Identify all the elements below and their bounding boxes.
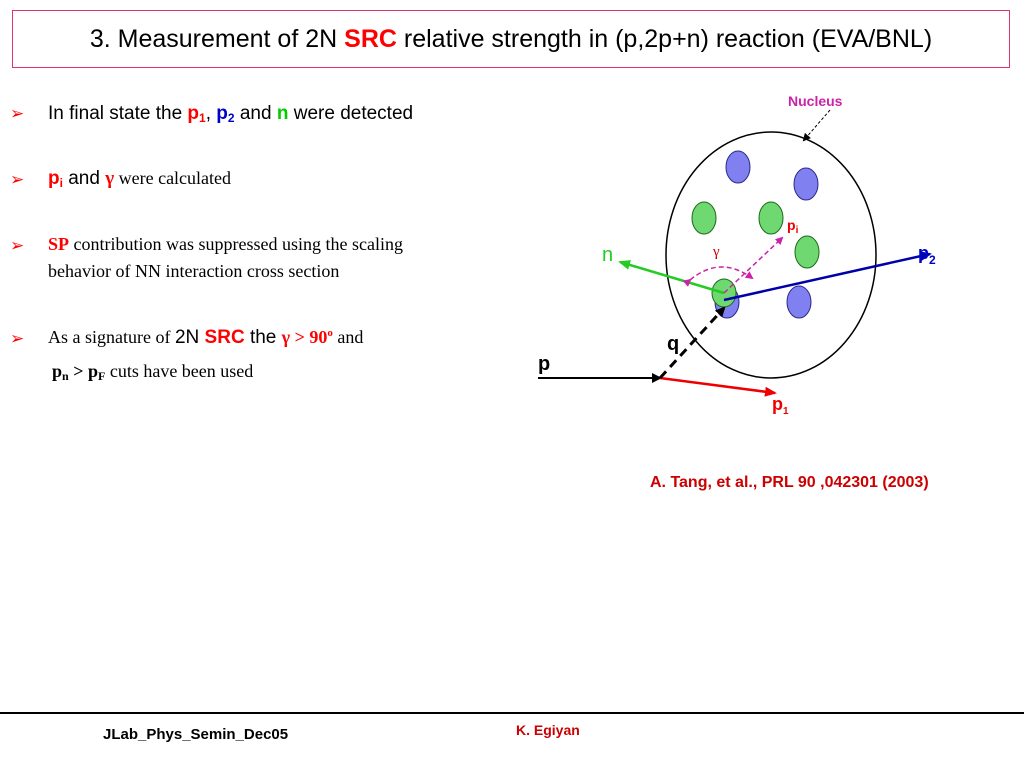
bullet-4-line-1: As a signature of 2N SRC the γ > 90o and [48, 327, 363, 349]
b2-gamma: γ [105, 168, 115, 189]
p2-label: p2 [918, 243, 936, 267]
p1-arrow [659, 376, 777, 397]
bullet-arrow-icon: ➢ [10, 170, 25, 189]
b4-pf: pF [87, 361, 106, 383]
title-box: 3. Measurement of 2N SRC relative streng… [12, 10, 1010, 68]
gamma-label: γ [712, 244, 720, 260]
pi-arrow [723, 236, 784, 294]
b1-n: n [276, 103, 289, 124]
pi-label: pi [787, 217, 799, 236]
bullet-1: In final state the p1, p2 and n were det… [48, 103, 413, 125]
bullet-3-line-1: SP contribution was suppressed using the… [48, 234, 403, 255]
bullet-arrow-icon: ➢ [10, 329, 25, 348]
b3-line1: contribution was suppressed using the sc… [69, 234, 403, 254]
b1-p2: p2 [216, 103, 235, 125]
p2-arrow [723, 251, 932, 302]
nucleus-ellipse [665, 131, 877, 379]
footer-divider [0, 712, 1024, 714]
footer-author: K. Egiyan [516, 722, 580, 738]
title-text-1: 3. Measurement of 2N [89, 25, 345, 53]
neutron-nucleon [691, 201, 717, 235]
b4-cond: γ > 90o [281, 327, 333, 347]
b1-pre: In final state the [48, 103, 188, 124]
b4-and: and [332, 327, 364, 347]
footer-seminar-label: JLab_Phys_Semin_Dec05 [103, 726, 289, 743]
proton-nucleon [725, 150, 751, 184]
neutron-nucleon [758, 201, 784, 235]
title-src: SRC [344, 25, 397, 53]
n-label: n [602, 244, 613, 266]
b4-post: cuts have been used [105, 361, 254, 381]
slide-title: 3. Measurement of 2N SRC relative streng… [13, 25, 1009, 54]
nucleus-pointer [802, 109, 831, 142]
b4-2n: 2N [174, 327, 205, 348]
b1-p1: p1 [187, 103, 206, 125]
p1-label: p1 [772, 394, 789, 417]
b1-post: were detected [288, 103, 414, 124]
b2-pi: pi [48, 168, 63, 190]
bullet-arrow-icon: ➢ [10, 236, 25, 255]
nucleus-label: Nucleus [788, 93, 843, 109]
proton-nucleon [793, 167, 819, 201]
b3-sp: SP [48, 234, 70, 254]
b4-src: SRC [204, 327, 245, 348]
b1-comma: , [205, 103, 217, 124]
title-text-2: relative strength in (p,2p+n) reaction (… [396, 25, 933, 53]
bullet-arrow-icon: ➢ [10, 104, 25, 123]
bullet-2: pi and γ were calculated [48, 168, 231, 190]
neutron-nucleon [794, 235, 820, 269]
b4-pn: pn [52, 361, 69, 383]
p-label: p [538, 353, 550, 375]
gamma-angle-arc [682, 266, 754, 287]
reference-citation: A. Tang, et al., PRL 90 ,042301 (2003) [650, 474, 929, 491]
b2-post: were calculated [114, 168, 232, 188]
bullet-3-line-2: behavior of NN interaction cross section [48, 261, 340, 281]
q-label: q [667, 333, 679, 355]
b4-pre: As a signature of [48, 327, 175, 347]
b4-gt: > [68, 361, 88, 381]
b1-and: and [234, 103, 277, 124]
b2-and: and [62, 168, 106, 189]
q-arrow [658, 306, 726, 380]
n-arrow [618, 260, 725, 295]
b4-the: the [244, 327, 282, 348]
bullet-4-line-2: pn > pF cuts have been used [52, 361, 253, 384]
proton-nucleon [786, 285, 812, 319]
